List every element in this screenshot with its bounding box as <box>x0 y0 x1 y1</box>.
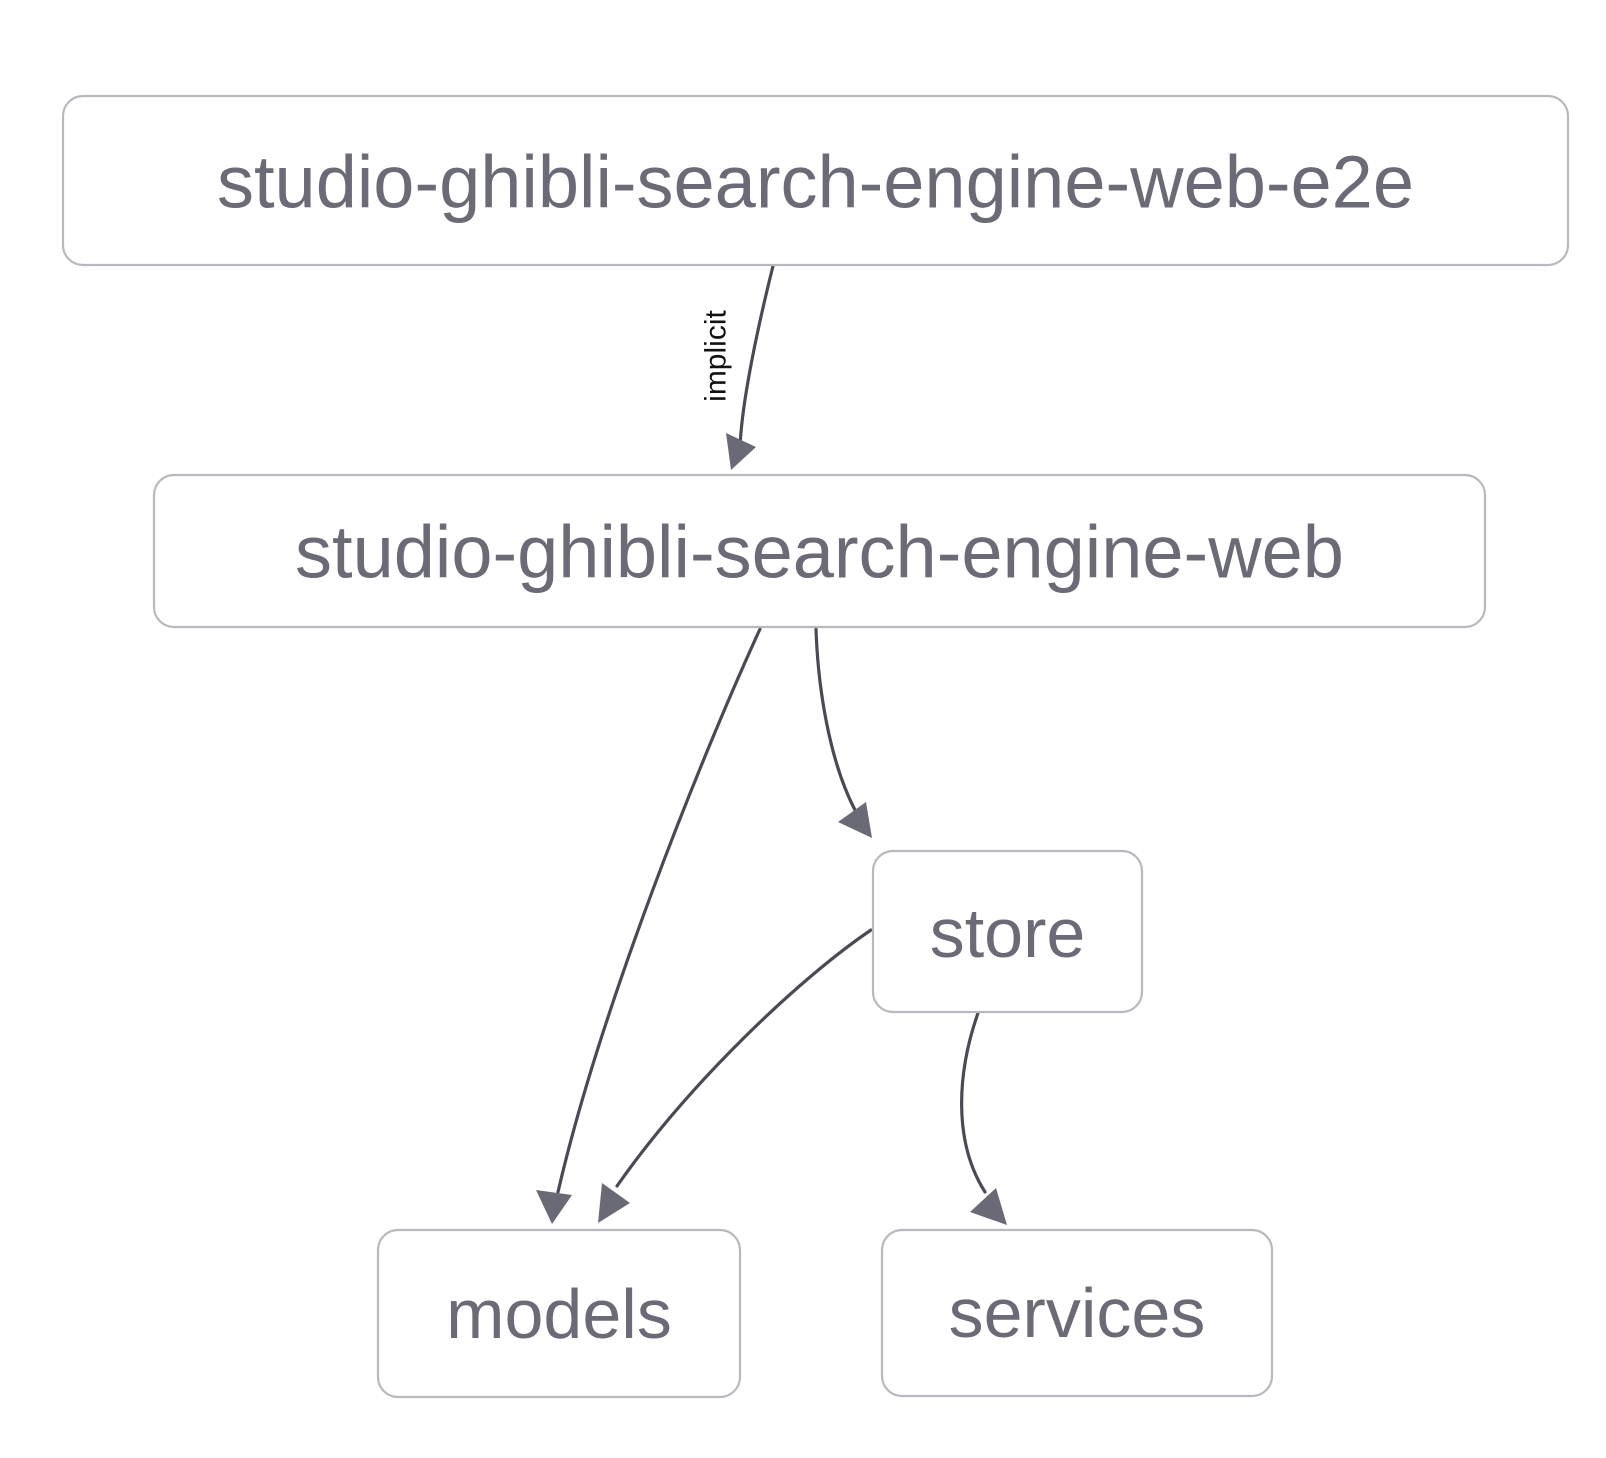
edge-path <box>738 264 775 449</box>
node-box[interactable] <box>880 1228 1274 1398</box>
edge-path <box>814 627 857 812</box>
node-label: services <box>949 1274 1206 1352</box>
node-services[interactable]: services <box>880 1228 1274 1398</box>
edge-arrowhead <box>726 433 756 470</box>
edge-label-implicit: implicit <box>700 310 733 402</box>
edge-arrowhead <box>536 1190 572 1224</box>
edge-arrowhead <box>598 1183 630 1223</box>
edge-web-to-store <box>814 627 872 838</box>
node-web-e2e[interactable]: studio-ghibli-search-engine-web-e2e <box>61 94 1570 267</box>
edge-path <box>615 928 873 1188</box>
node-label: models <box>446 1275 672 1353</box>
edge-arrowhead <box>970 1188 1007 1225</box>
node-box[interactable] <box>871 849 1144 1014</box>
edge-path <box>960 1011 987 1194</box>
edge-arrowhead <box>838 802 872 838</box>
node-label: store <box>930 894 1086 972</box>
node-box[interactable] <box>376 1228 742 1399</box>
node-models[interactable]: models <box>376 1228 742 1399</box>
edge-store-to-models <box>598 928 873 1223</box>
node-box[interactable] <box>61 94 1570 267</box>
node-label: studio-ghibli-search-engine-web <box>295 511 1344 594</box>
node-store[interactable]: store <box>871 849 1144 1014</box>
node-web[interactable]: studio-ghibli-search-engine-web <box>152 473 1487 629</box>
edge-web-e2e-to-web <box>726 264 775 470</box>
node-label: studio-ghibli-search-engine-web-e2e <box>217 141 1414 224</box>
edge-web-to-models <box>536 627 762 1224</box>
edge-store-to-services <box>960 1011 1007 1225</box>
node-box[interactable] <box>152 473 1487 629</box>
edge-path <box>556 627 762 1194</box>
